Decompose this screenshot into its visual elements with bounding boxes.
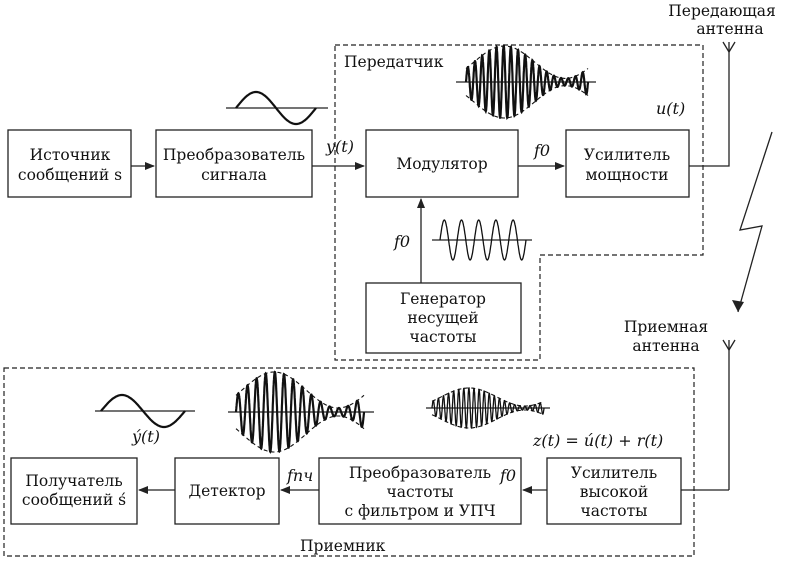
- transmit-antenna-icon: [722, 41, 736, 165]
- freq-converter-block: [318, 457, 522, 525]
- freq-converter-label-line2: частоты: [387, 483, 454, 501]
- if-signal-icon: [228, 370, 374, 454]
- freq-converter-label-line3: с фильтром и УПЧ: [344, 502, 495, 520]
- radio-link-lightning-icon: [737, 131, 773, 313]
- recovered-sine-icon: [95, 393, 195, 429]
- receiver-amp-label-line1: Усилитель: [571, 464, 657, 482]
- recipient-block: [10, 457, 138, 525]
- modulator-label: Модулятор: [396, 155, 487, 173]
- converter-label-line1: Преобразователь: [163, 146, 305, 164]
- amplifier-label-line2: мощности: [585, 166, 668, 184]
- recipient-label-line2: сообщений ś: [22, 491, 126, 509]
- signal-f0-rx-label: f0: [499, 466, 516, 485]
- signal-f0-gen-label: f0: [393, 232, 410, 251]
- receiver-amplifier-block: [546, 457, 682, 525]
- generator-label-line2: несущей: [407, 309, 478, 327]
- generator-block: [365, 282, 522, 354]
- modulator-block: [365, 129, 519, 198]
- source-block: [7, 129, 132, 198]
- carrier-wave-icon: [432, 219, 532, 261]
- source-label-line2: сообщений s: [18, 166, 122, 184]
- signal-fpch-label: fпч: [286, 466, 313, 485]
- converter-label-line2: сигнала: [201, 166, 267, 184]
- signal-z-label: z(t) = ú(t) + r(t): [532, 431, 663, 450]
- tx-antenna-label-line2: антенна: [696, 20, 763, 38]
- signal-u-label: u(t): [656, 99, 685, 118]
- receive-antenna-icon: [722, 339, 736, 490]
- receiver-amp-label-line2: высокой: [580, 483, 648, 501]
- wire-amplifier-to-antenna: [689, 165, 730, 167]
- rx-antenna-label-line1: Приемная: [624, 318, 708, 336]
- rx-antenna-label-line2: антенна: [632, 337, 699, 355]
- transmitter-label: Передатчик: [344, 53, 444, 71]
- generator-label-line1: Генератор: [400, 290, 486, 308]
- message-sine-icon: [226, 90, 328, 126]
- signal-y-label: y(t): [325, 137, 354, 156]
- freq-converter-label-line1: Преобразователь: [349, 464, 491, 482]
- transmitter-region: [334, 44, 704, 361]
- recipient-label-line1: Получатель: [25, 472, 122, 490]
- detector-block: [174, 457, 280, 525]
- amplifier-label-line1: Усилитель: [584, 146, 670, 164]
- signal-f0-mod-label: f0: [533, 141, 550, 160]
- detector-label: Детектор: [188, 482, 265, 500]
- generator-label-line3: частоты: [410, 328, 477, 346]
- receiver-region: [3, 367, 695, 557]
- receiver-label: Приемник: [300, 537, 386, 555]
- amplifier-block: [565, 129, 690, 198]
- signal-y-hat-label: ý(t): [131, 427, 160, 446]
- source-label-line1: Источник: [30, 146, 111, 164]
- converter-block: [155, 129, 313, 198]
- receiver-amp-label-line3: частоты: [581, 502, 648, 520]
- modulated-signal-icon: [456, 43, 596, 121]
- tx-antenna-label-line1: Передающая: [668, 2, 776, 20]
- received-signal-icon: [426, 387, 550, 430]
